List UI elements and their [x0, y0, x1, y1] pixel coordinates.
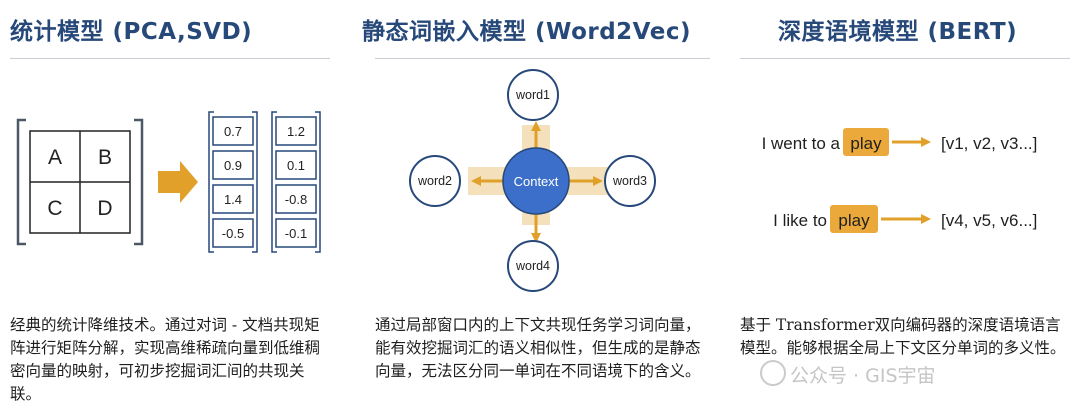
divider	[375, 58, 710, 59]
vector-value: -0.8	[285, 192, 307, 207]
context-arrows	[471, 121, 603, 243]
vector-value: -0.1	[285, 226, 307, 241]
bert-prefix: I went to a	[762, 134, 841, 153]
section-title-word2vec: 静态词嵌入模型 (Word2Vec)	[362, 19, 691, 45]
bert-token-box	[830, 205, 878, 233]
word-node	[409, 155, 461, 207]
vector-column-2-bracket	[271, 111, 321, 253]
vector-value: 0.7	[224, 124, 242, 139]
vector-value: 1.4	[224, 192, 242, 207]
word-label: word4	[515, 259, 550, 273]
section-title-bert: 深度语境模型 (BERT)	[778, 19, 1018, 45]
bert-vector: [v1, v2, v3...]	[941, 134, 1037, 153]
description-word2vec: 通过局部窗口内的上下文共现任务学习词向量，能有效挖掘词汇的语义相似性，但生成的是…	[375, 316, 701, 380]
word-node	[507, 240, 559, 292]
bert-token: play	[838, 211, 870, 230]
word-node	[507, 69, 559, 121]
matrix-cell: D	[97, 197, 112, 220]
divider	[10, 58, 330, 59]
divider	[740, 58, 1070, 59]
context-label: Context	[514, 174, 559, 189]
vector-column-1-bracket	[208, 111, 258, 253]
word-label: word2	[417, 174, 452, 188]
word-node	[604, 155, 656, 207]
bert-token: play	[850, 134, 882, 153]
vector-value: -0.5	[222, 226, 244, 241]
matrix-cell: C	[47, 197, 62, 220]
vector-value: 1.2	[287, 124, 305, 139]
matrix-grid	[29, 130, 131, 234]
matrix-bracket	[16, 118, 144, 246]
transform-arrow	[158, 161, 198, 203]
section-title-statistical: 统计模型 (PCA,SVD)	[10, 19, 253, 45]
matrix-cell: B	[98, 146, 112, 169]
word-label: word1	[515, 88, 550, 102]
bert-vector: [v4, v5, v6...]	[941, 211, 1037, 230]
description-statistical: 经典的统计降维技术。通过对词 - 文档共现矩阵进行矩阵分解，实现高维稀疏向量到低…	[10, 316, 321, 403]
bert-token-box	[843, 128, 889, 156]
vector-value: 0.9	[224, 158, 242, 173]
watermark: 公众号 · GIS宇宙	[760, 360, 936, 388]
word-label: word3	[612, 174, 647, 188]
vector-column-1	[212, 116, 254, 248]
wechat-logo-icon	[760, 360, 786, 386]
watermark-text: 公众号 · GIS宇宙	[790, 365, 936, 387]
bert-prefix: I like to	[773, 211, 827, 230]
matrix-cell: A	[48, 146, 62, 169]
vector-column-2	[275, 116, 317, 248]
context-node	[502, 147, 570, 215]
description-bert: 基于 Transformer双向编码器的深度语境语言模型。能够根据全局上下文区分…	[740, 316, 1066, 357]
vector-value: 0.1	[287, 158, 305, 173]
